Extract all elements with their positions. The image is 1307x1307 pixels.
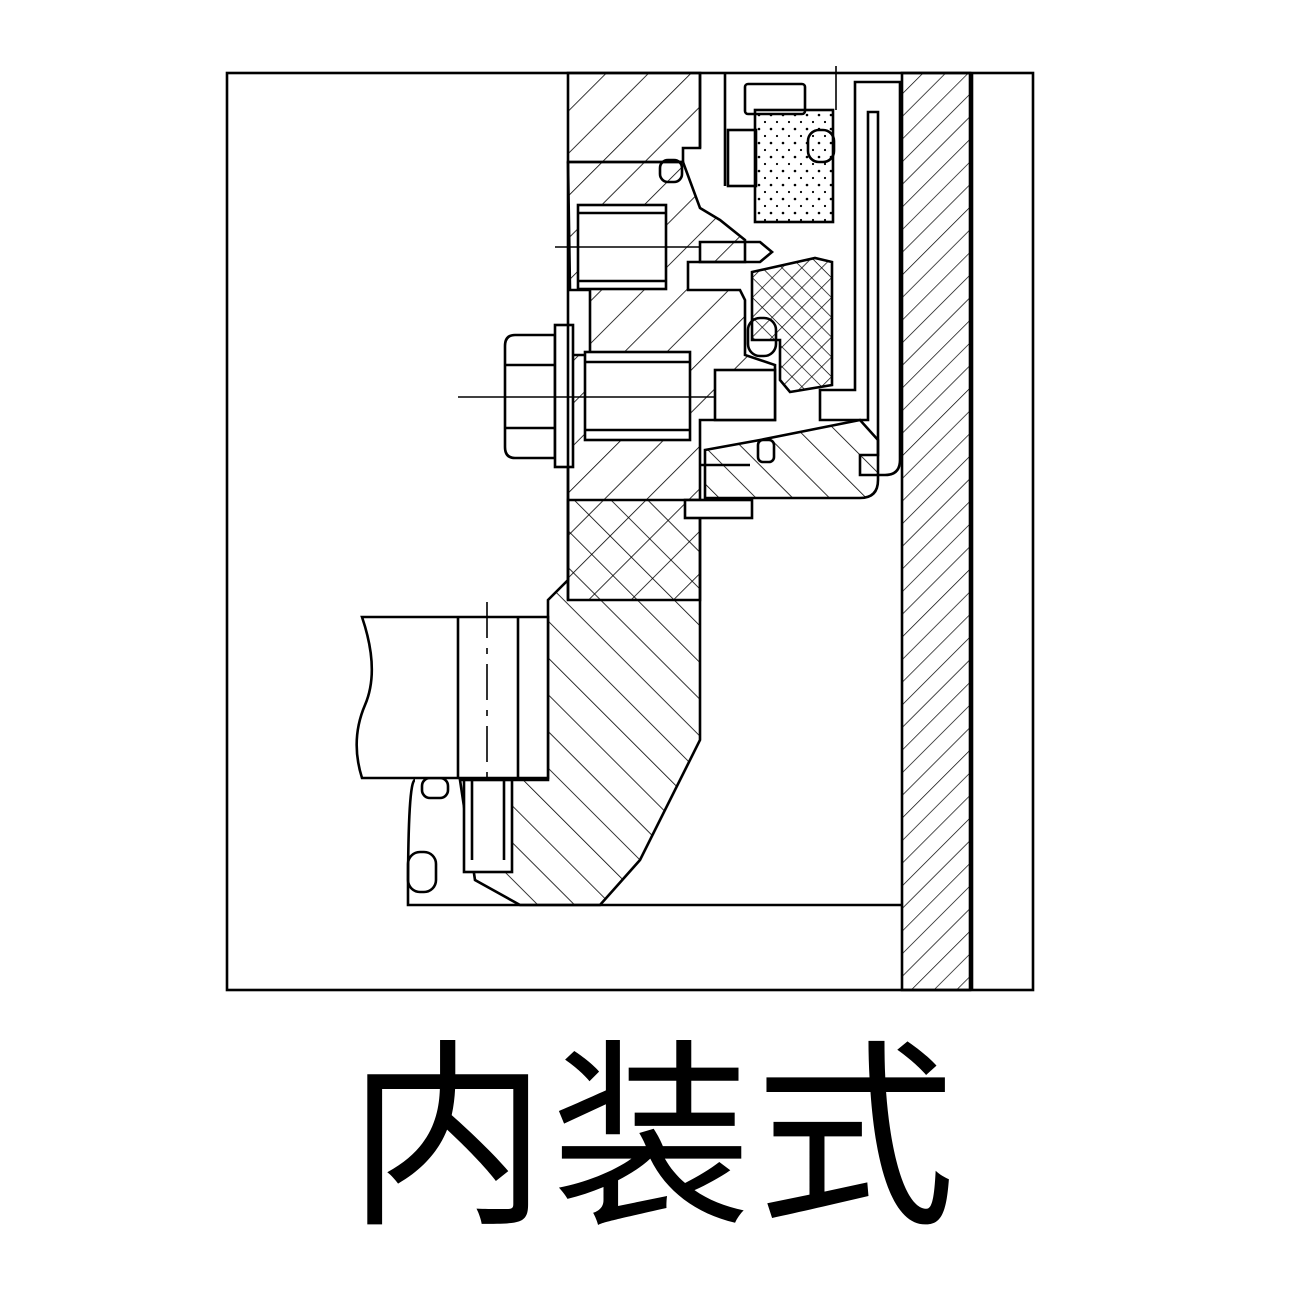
spring-retainer (818, 80, 902, 477)
carbon-face (753, 108, 835, 224)
seal-base (406, 778, 902, 907)
o-ring-4 (756, 438, 776, 464)
o-ring-2 (658, 158, 684, 184)
bolt-washer (553, 323, 575, 469)
gland-upper (566, 71, 702, 164)
o-ring-6 (406, 850, 438, 894)
o-ring-1 (806, 128, 836, 164)
carbon-face-holder (726, 128, 758, 188)
carbon-face-cap (743, 82, 807, 116)
rotating-seal-ring (703, 418, 880, 500)
bolt-shank (583, 350, 692, 442)
shaft-sleeve (458, 498, 702, 907)
o-ring-5 (420, 776, 450, 800)
diagram-caption: 内装式 (347, 1023, 960, 1256)
bolt-tip (713, 368, 777, 422)
housing-wall (900, 71, 972, 992)
shaft-broken-end (355, 615, 550, 780)
drive-pin (698, 240, 775, 264)
packing-ring (750, 256, 834, 394)
retaining-plate (683, 498, 754, 520)
